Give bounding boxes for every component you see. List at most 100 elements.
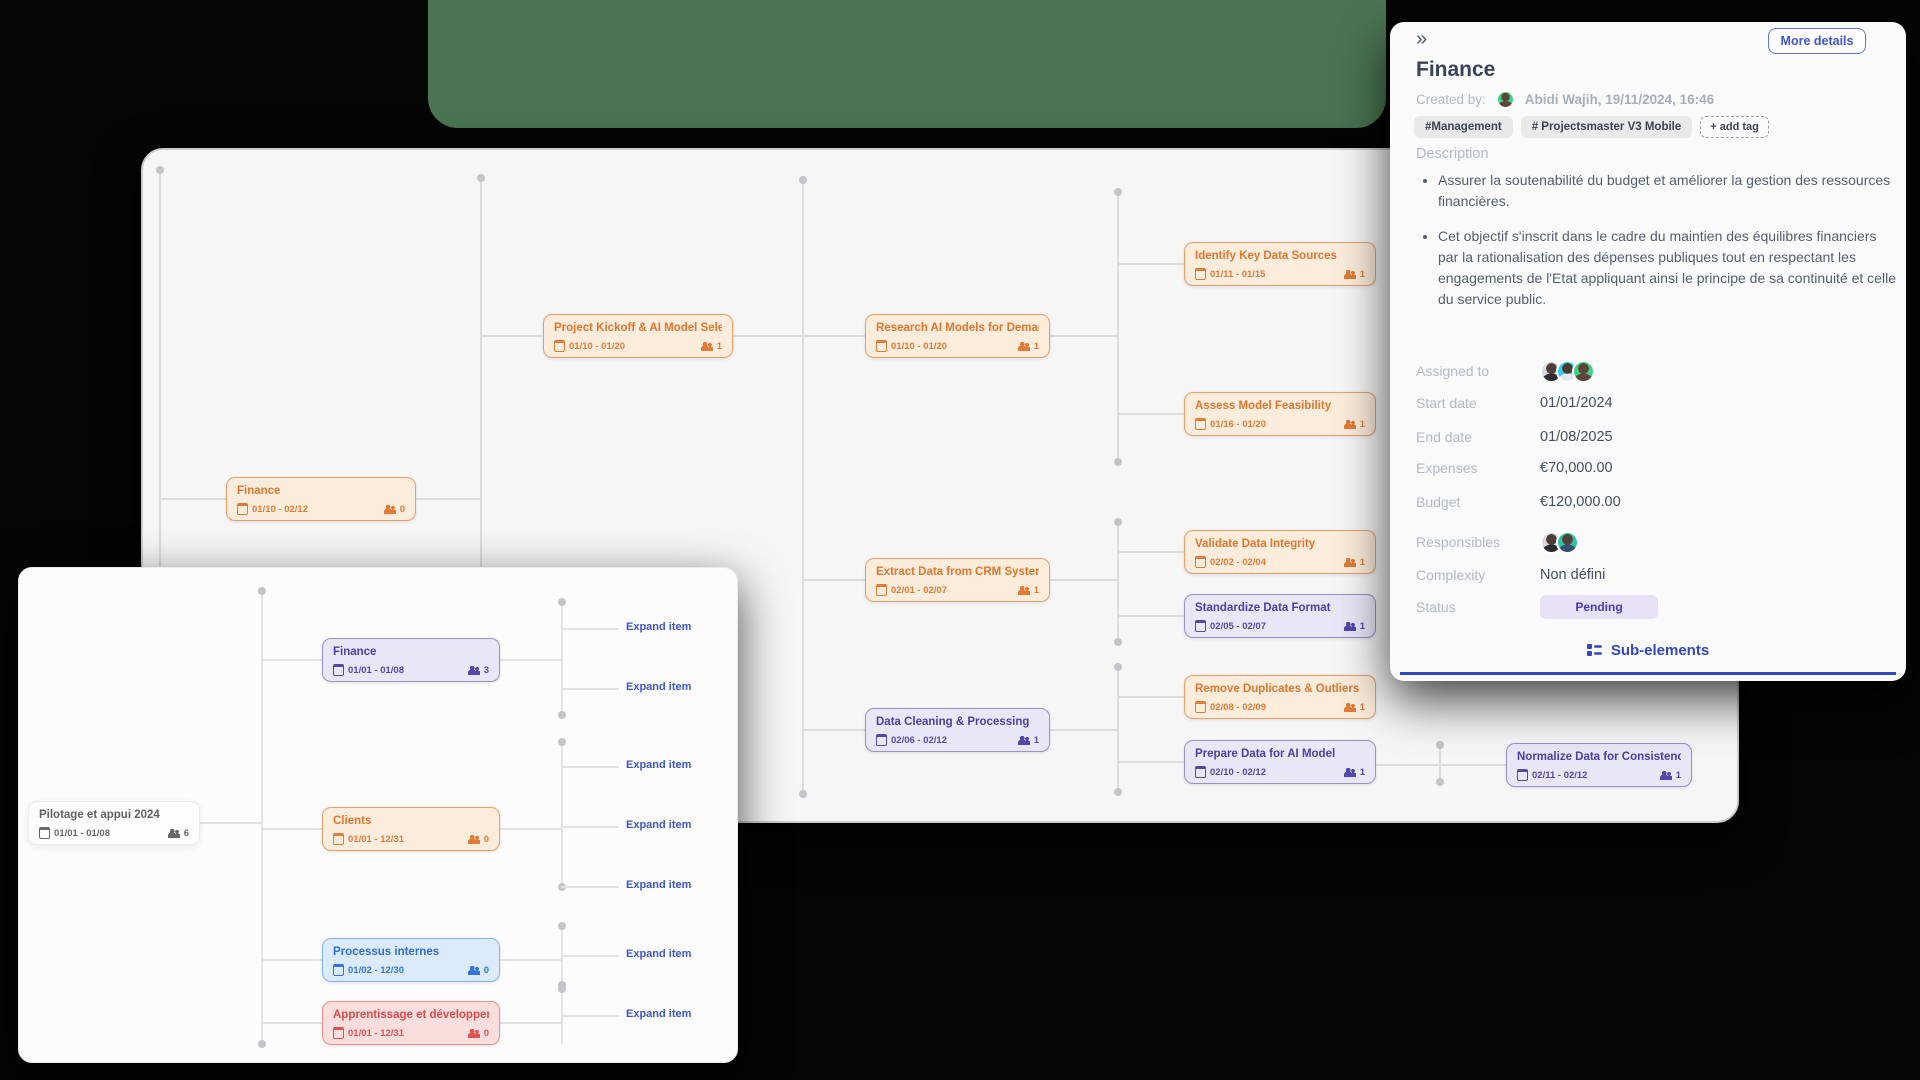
complexity-value: Non défini	[1540, 567, 1606, 583]
task-node-processus-internes[interactable]: Processus internes 01/02 - 12/30 0	[322, 938, 500, 982]
responsibles-avatars[interactable]	[1540, 530, 1579, 554]
connector-line	[1117, 761, 1184, 763]
task-node-standardize-data-format[interactable]: Standardize Data Format 02/05 - 02/07 1	[1184, 594, 1376, 638]
calendar-icon	[333, 964, 344, 976]
expand-item-link[interactable]: Expand item	[626, 759, 692, 771]
field-label: Assigned to	[1416, 363, 1490, 379]
task-node-title: Extract Data from CRM System	[876, 566, 1039, 578]
end-date-value: 01/08/2025	[1540, 429, 1613, 445]
task-node-extract-data-crm[interactable]: Extract Data from CRM System 02/01 - 02/…	[865, 558, 1050, 602]
task-node-remove-duplicates-outliers[interactable]: Remove Duplicates & Outliers 02/08 - 02/…	[1184, 675, 1376, 719]
created-by-label: Created by:	[1416, 92, 1486, 107]
connector-line	[1117, 615, 1184, 617]
status-badge[interactable]: Pending	[1540, 595, 1658, 619]
task-node-count: 1	[1359, 556, 1365, 568]
task-node-count: 1	[1675, 769, 1681, 781]
connector-line	[1117, 263, 1184, 265]
calendar-icon	[1195, 701, 1206, 713]
task-node-research-ai-models[interactable]: Research AI Models for Demand For... 01/…	[865, 314, 1050, 358]
task-node-project-kickoff[interactable]: Project Kickoff & AI Model Selection 01/…	[543, 314, 733, 358]
task-node-title: Data Cleaning & Processing	[876, 716, 1030, 728]
task-node-count: 1	[1033, 340, 1039, 352]
task-node-apprentissage-developpement[interactable]: Apprentissage et développement 01/01 - 1…	[322, 1001, 500, 1045]
task-node-meta: 02/02 - 02/04 1	[1195, 556, 1365, 568]
people-icon	[1343, 419, 1356, 429]
task-node-dates: 01/02 - 12/30	[348, 964, 404, 976]
expand-item-link[interactable]: Expand item	[626, 1008, 692, 1020]
task-node-clients[interactable]: Clients 01/01 - 12/31 0	[322, 807, 500, 851]
task-node-meta: 02/01 - 02/07 1	[876, 584, 1039, 596]
task-node-count: 1	[1359, 701, 1365, 713]
task-node-assess-model-feasibility[interactable]: Assess Model Feasibility 01/16 - 01/20 1	[1184, 392, 1376, 436]
connector-line	[1050, 335, 1117, 337]
task-node-pilotage-et-appui[interactable]: Pilotage et appui 2024 01/01 - 01/08 6	[28, 801, 200, 845]
description-bullet: Assurer la soutenabilité du budget et am…	[1438, 170, 1900, 212]
connector-line	[1117, 522, 1119, 642]
task-node-validate-data-integrity[interactable]: Validate Data Integrity 02/02 - 02/04 1	[1184, 530, 1376, 574]
more-details-button[interactable]: More details	[1768, 28, 1866, 54]
people-icon	[1659, 770, 1672, 780]
tag-management[interactable]: #Management	[1414, 116, 1513, 138]
secondary-mindmap-panel[interactable]: Pilotage et appui 2024 01/01 - 01/08 6 F…	[18, 567, 738, 1063]
task-node-meta: 02/11 - 02/12 1	[1517, 769, 1681, 781]
task-node-count: 1	[1359, 268, 1365, 280]
calendar-icon	[1195, 268, 1206, 280]
responsible-avatar	[1556, 530, 1579, 554]
people-icon	[1343, 702, 1356, 712]
task-node-count: 0	[483, 1027, 489, 1039]
calendar-icon	[554, 340, 565, 352]
expand-item-link[interactable]: Expand item	[626, 879, 692, 891]
task-node-count: 1	[1359, 620, 1365, 632]
task-node-dates: 01/01 - 01/08	[348, 664, 404, 676]
task-node-meta: 01/11 - 01/15 1	[1195, 268, 1365, 280]
task-node-prepare-data-ai-model[interactable]: Prepare Data for AI Model 02/10 - 02/12 …	[1184, 740, 1376, 784]
people-icon	[1017, 341, 1030, 351]
people-icon	[1343, 767, 1356, 777]
expand-item-link[interactable]: Expand item	[626, 621, 692, 633]
task-node-title: Processus internes	[333, 946, 440, 958]
add-tag-button[interactable]: + add tag	[1700, 116, 1769, 138]
people-icon	[1343, 269, 1356, 279]
created-by-row: Created by: Abidi Wajih, 19/11/2024, 16:…	[1416, 90, 1714, 109]
connector-line	[561, 766, 619, 768]
connector-dot	[1114, 663, 1122, 671]
calendar-icon	[1195, 620, 1206, 632]
sub-elements-button[interactable]: Sub-elements	[1390, 638, 1906, 662]
assigned-avatars[interactable]	[1540, 359, 1595, 383]
task-node-count: 1	[1359, 418, 1365, 430]
connector-line	[802, 335, 865, 337]
details-side-panel: » More details Finance Created by: Abidi…	[1390, 22, 1906, 681]
connector-line	[159, 170, 161, 567]
connector-line	[500, 659, 561, 661]
created-by-value: Abidi Wajih, 19/11/2024, 16:46	[1524, 92, 1715, 107]
tag-projectsmaster[interactable]: # Projectsmaster V3 Mobile	[1520, 116, 1693, 138]
connector-line	[480, 335, 543, 337]
connector-line	[1050, 579, 1117, 581]
task-node-finance[interactable]: Finance 01/10 - 02/12 0	[226, 477, 416, 521]
connector-line	[802, 180, 804, 794]
assignee-avatar	[1572, 359, 1595, 383]
task-node-finance-bp[interactable]: Finance 01/01 - 01/08 3	[322, 638, 500, 682]
task-node-meta: 01/01 - 12/31 0	[333, 1027, 489, 1039]
task-node-meta: 01/01 - 01/08 6	[39, 827, 189, 839]
expand-item-link[interactable]: Expand item	[626, 948, 692, 960]
task-node-count: 3	[483, 664, 489, 676]
task-node-meta: 02/05 - 02/07 1	[1195, 620, 1365, 632]
field-label: Status	[1416, 599, 1456, 615]
task-node-data-cleaning-processing[interactable]: Data Cleaning & Processing 02/06 - 02/12…	[865, 708, 1050, 752]
task-node-identify-key-data-sources[interactable]: Identify Key Data Sources 01/11 - 01/15 …	[1184, 242, 1376, 286]
connector-line	[198, 822, 261, 824]
connector-dot	[258, 1040, 266, 1048]
connector-line	[561, 742, 563, 887]
task-node-meta: 02/10 - 02/12 1	[1195, 766, 1365, 778]
task-node-title: Normalize Data for Consistency	[1517, 751, 1681, 763]
task-node-meta: 01/01 - 01/08 3	[333, 664, 489, 676]
task-node-meta: 01/10 - 01/20 1	[876, 340, 1039, 352]
expand-item-link[interactable]: Expand item	[626, 681, 692, 693]
connector-line	[1439, 745, 1441, 782]
field-assigned-to: Assigned to	[1416, 359, 1882, 383]
task-node-normalize-data-consistency[interactable]: Normalize Data for Consistency 02/11 - 0…	[1506, 743, 1692, 787]
panel-bottom-accent-line	[1400, 672, 1896, 675]
expand-item-link[interactable]: Expand item	[626, 819, 692, 831]
collapse-panel-icon[interactable]: »	[1416, 28, 1428, 50]
